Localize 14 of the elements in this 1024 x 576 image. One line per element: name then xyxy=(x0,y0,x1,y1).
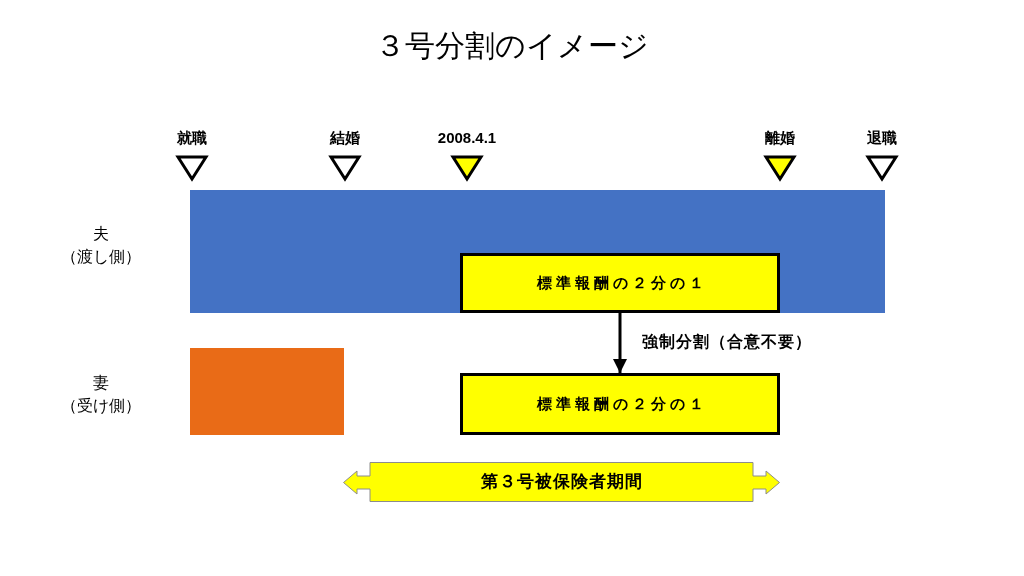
amount-box: 標準報酬の２分の１ xyxy=(460,253,780,313)
side-label: 夫（渡し側） xyxy=(60,224,142,267)
timeline-bar xyxy=(190,348,344,435)
timeline-bar xyxy=(190,190,885,313)
period-arrow: 第３号被保険者期間 xyxy=(343,462,780,502)
event-label: 退職 xyxy=(867,128,897,148)
event-label: 就職 xyxy=(177,128,207,148)
event-label: 離婚 xyxy=(765,128,795,148)
amount-box: 標準報酬の２分の１ xyxy=(460,373,780,435)
side-label: 妻（受け側） xyxy=(60,373,142,416)
event-label: 結婚 xyxy=(330,128,360,148)
event-label: 2008.4.1 xyxy=(437,128,497,148)
title: ３号分割のイメージ xyxy=(375,28,649,64)
arrow xyxy=(613,313,627,373)
